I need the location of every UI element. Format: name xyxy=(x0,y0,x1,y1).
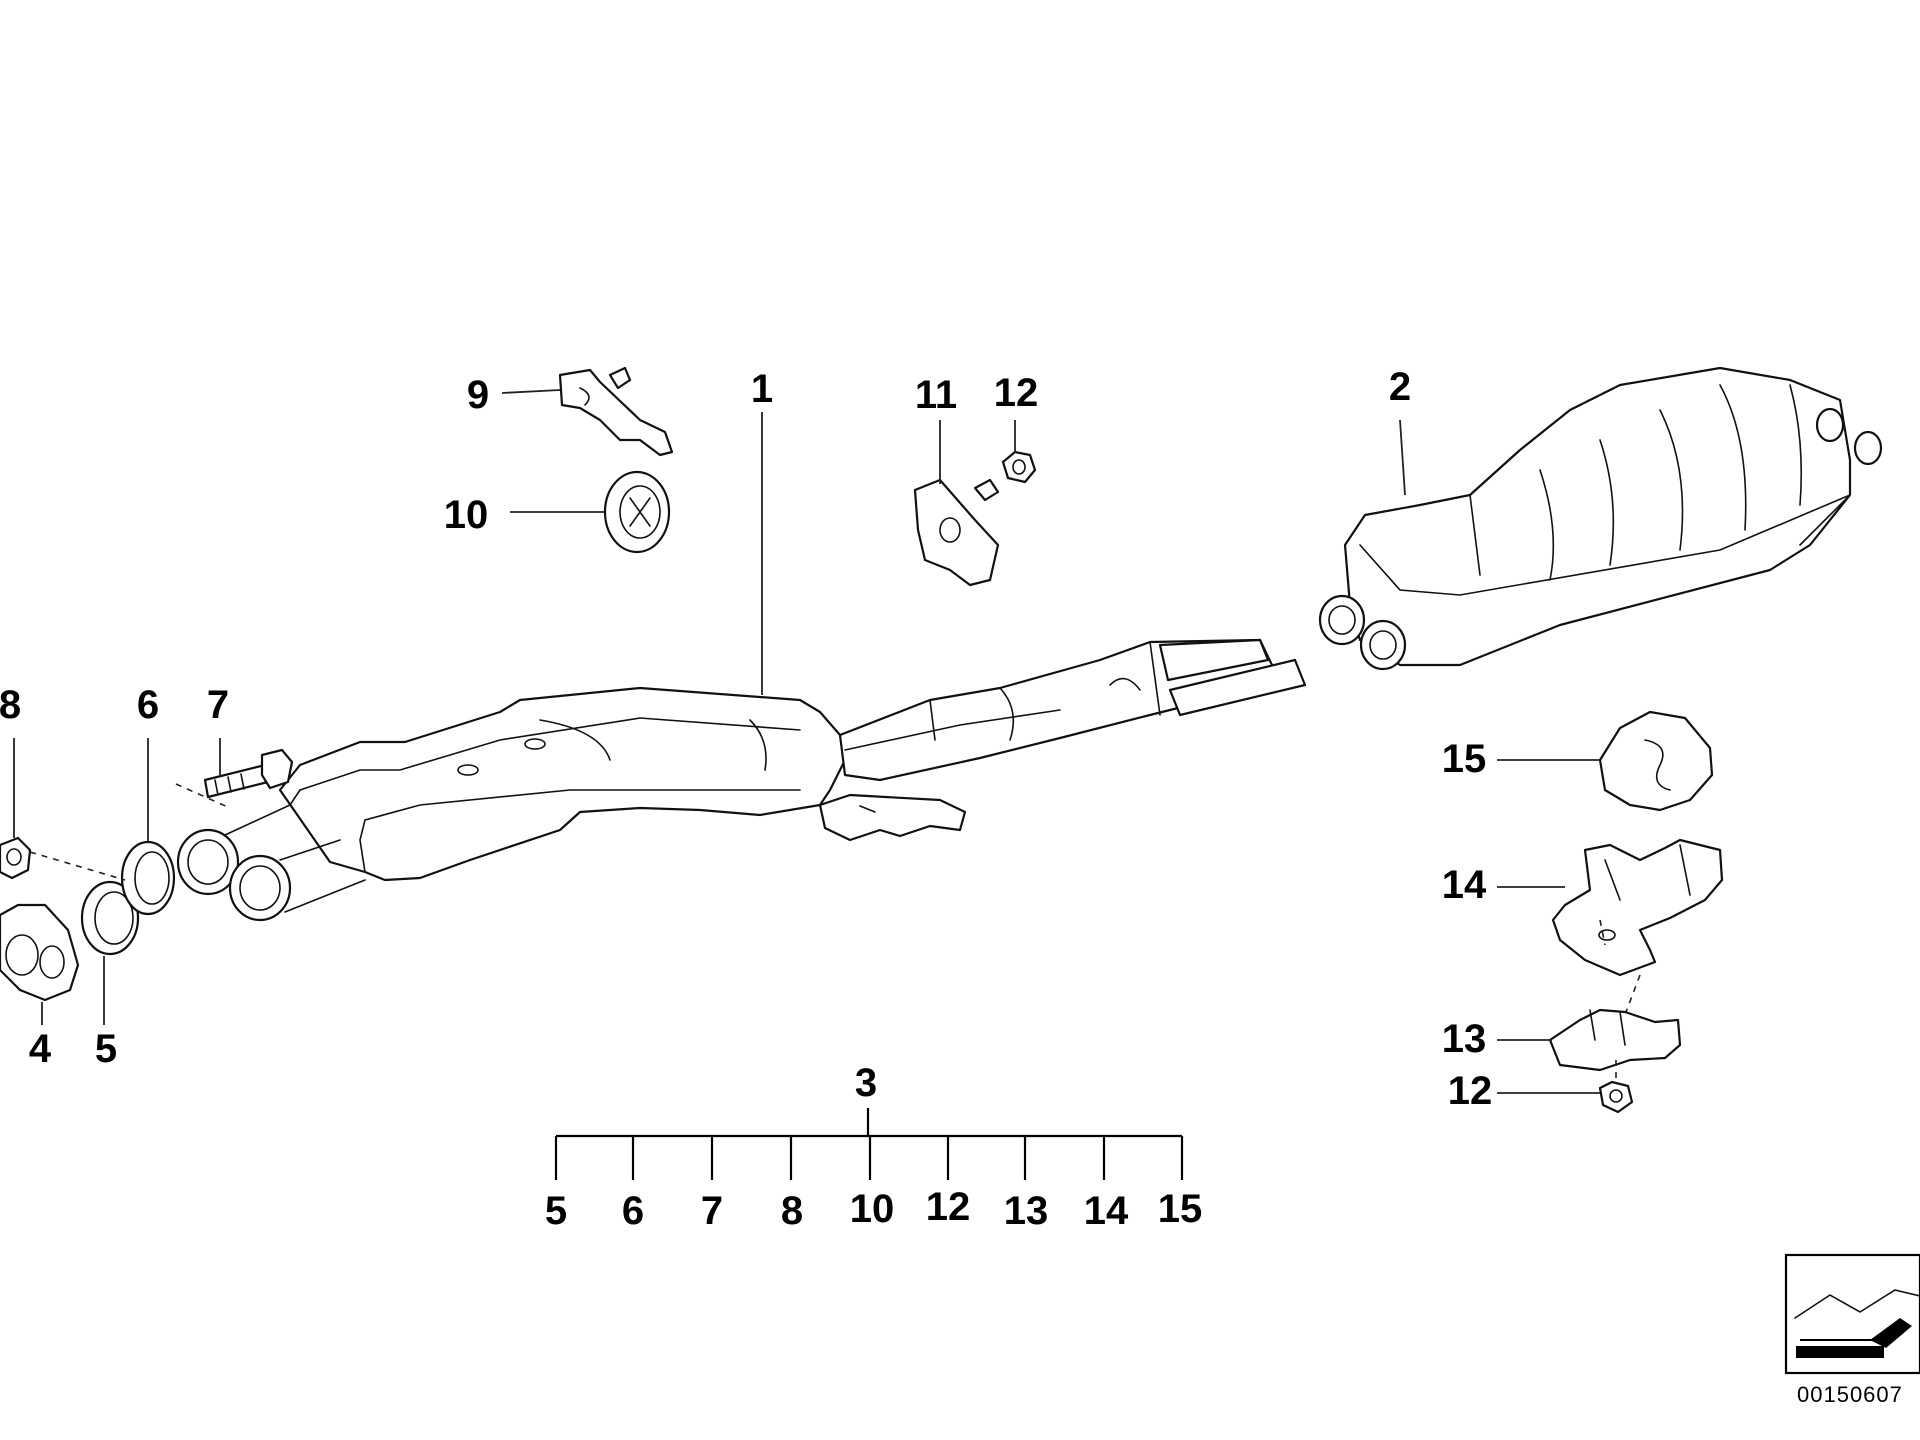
callout-10: 10 xyxy=(444,493,489,537)
callout-12-bottom: 12 xyxy=(1448,1069,1493,1113)
kit-item: 7 xyxy=(701,1189,723,1233)
callout-5: 5 xyxy=(95,1027,117,1071)
part-9-bracket xyxy=(558,366,674,457)
diagram-id: 00150607 xyxy=(1797,1382,1903,1407)
kit-item: 14 xyxy=(1084,1189,1129,1233)
callout-1: 1 xyxy=(751,367,773,411)
part-14-holder xyxy=(1551,838,1724,977)
callout-11: 11 xyxy=(915,373,957,417)
kit-item: 6 xyxy=(622,1189,644,1233)
part-11-bracket xyxy=(913,478,1000,587)
part-10-rubber-mount xyxy=(603,470,671,554)
callout-12-top: 12 xyxy=(994,371,1039,415)
part-12-nut-top xyxy=(1001,450,1037,484)
kit-item-labels: 5 6 7 8 10 12 13 14 15 xyxy=(545,1185,1202,1233)
callout-7: 7 xyxy=(207,683,229,727)
kit-item: 5 xyxy=(545,1189,567,1233)
part-13-holder xyxy=(1548,1008,1682,1072)
kit-item: 13 xyxy=(1004,1189,1049,1233)
callout-6: 6 xyxy=(137,683,159,727)
kit-item: 8 xyxy=(781,1189,803,1233)
kit-bracket xyxy=(554,1108,1184,1180)
callout-2: 2 xyxy=(1389,365,1411,409)
kit-item: 15 xyxy=(1158,1187,1203,1231)
callout-labels: 1 2 3 4 5 6 7 8 9 10 11 12 15 14 13 12 xyxy=(0,365,1492,1113)
part-1-front-silencer-pipe xyxy=(176,638,1307,922)
part-2-rear-silencer xyxy=(1318,366,1883,671)
callout-13: 13 xyxy=(1442,1017,1487,1061)
kit-item: 10 xyxy=(850,1187,895,1231)
callout-14: 14 xyxy=(1442,863,1487,907)
part-5-sealing-ring xyxy=(80,880,140,956)
kit-item: 12 xyxy=(926,1185,971,1229)
assembly-lines xyxy=(29,783,1641,1082)
view-direction-icon xyxy=(1784,1253,1920,1375)
part-12-nut-bottom xyxy=(1598,1080,1634,1114)
part-8-nut xyxy=(0,836,32,880)
leader-lines xyxy=(13,389,1600,1094)
callout-15: 15 xyxy=(1442,737,1487,781)
callout-3: 3 xyxy=(855,1061,877,1105)
part-6-sealing-ring xyxy=(120,840,176,916)
callout-8: 8 xyxy=(0,683,21,727)
part-7-bolt xyxy=(203,748,294,799)
part-4-flange xyxy=(0,903,80,1002)
part-15-rubber-mount xyxy=(1598,710,1714,812)
callout-4: 4 xyxy=(29,1027,52,1071)
callout-9: 9 xyxy=(467,373,489,417)
